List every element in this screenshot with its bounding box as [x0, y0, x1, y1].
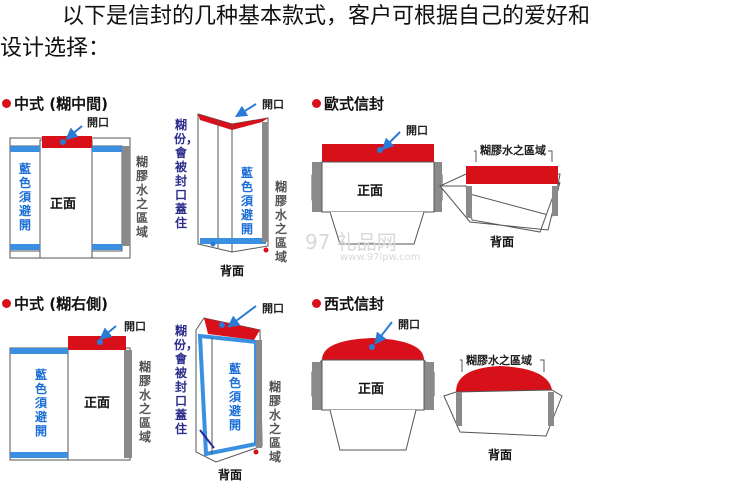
intro-line-1: 以下是信封的几种基本款式，客户可根据自己的爱好和	[62, 4, 591, 29]
label-back-2: 背面	[490, 235, 515, 249]
label-glue-area-vertical-1: 糊膠水之區域	[135, 155, 148, 239]
intro-line-2: 设计选择：	[0, 36, 111, 61]
label-front-4: 正面	[358, 382, 385, 397]
label-glue-area-vertical-3: 糊膠水之區域	[138, 360, 151, 444]
label-blue-avoid-3: 藍色須避開	[34, 368, 47, 438]
red-bullet-icon	[2, 299, 11, 308]
label-glue-covered-2: 糊份，會被封口蓋住	[174, 324, 199, 436]
label-open-6: 開口	[398, 318, 420, 331]
label-glue-area-horizontal-2: 糊膠水之區域	[466, 354, 532, 367]
section-title-european: 歐式信封	[312, 93, 384, 114]
diagram-chinese-right-flat	[9, 325, 132, 461]
label-front-2: 正面	[357, 184, 384, 199]
diagram-european-back	[438, 150, 561, 233]
section-title-western: 西式信封	[312, 293, 384, 314]
diagram-european-front	[311, 131, 443, 245]
label-back-3: 背面	[218, 468, 243, 482]
diagram-western-front	[311, 321, 435, 451]
watermark-url: www.97lpw.com	[340, 252, 421, 263]
red-bullet-icon	[312, 99, 321, 108]
label-glue-area-vertical-2: 糊膠水之區域	[274, 180, 287, 264]
label-glue-area-vertical-4: 糊膠水之區域	[268, 380, 281, 464]
label-glue-covered-1: 糊份，會被封口蓋住	[174, 118, 199, 230]
label-open-4: 開口	[124, 320, 146, 333]
diagram-western-back	[443, 359, 563, 437]
label-open-3: 開口	[406, 124, 428, 137]
label-blue-avoid-2: 藍色須避開	[240, 166, 253, 236]
red-bullet-icon	[312, 299, 321, 308]
diagram-chinese-middle-flat	[9, 125, 131, 259]
diagram-chinese-right-folded	[195, 305, 263, 463]
diagram-chinese-middle-folded	[197, 103, 269, 253]
section-title-chinese-middle: 中式 (糊中間)	[2, 93, 108, 114]
label-glue-area-horizontal-1: 糊膠水之區域	[480, 144, 546, 157]
label-open-5: 開口	[262, 302, 284, 315]
label-front-1: 正面	[50, 197, 77, 212]
section-title-chinese-right: 中式 (糊右側)	[2, 293, 108, 314]
label-open-1: 開口	[87, 116, 109, 129]
label-blue-avoid-4: 藍色須避開	[228, 362, 241, 432]
label-back-4: 背面	[488, 448, 513, 462]
label-blue-avoid-1: 藍色須避開	[18, 162, 31, 232]
watermark-logo: 97 礼品网	[305, 230, 397, 254]
label-back-1: 背面	[220, 264, 245, 278]
red-bullet-icon	[2, 99, 11, 108]
label-front-3: 正面	[84, 396, 111, 411]
label-open-2: 開口	[262, 98, 284, 111]
